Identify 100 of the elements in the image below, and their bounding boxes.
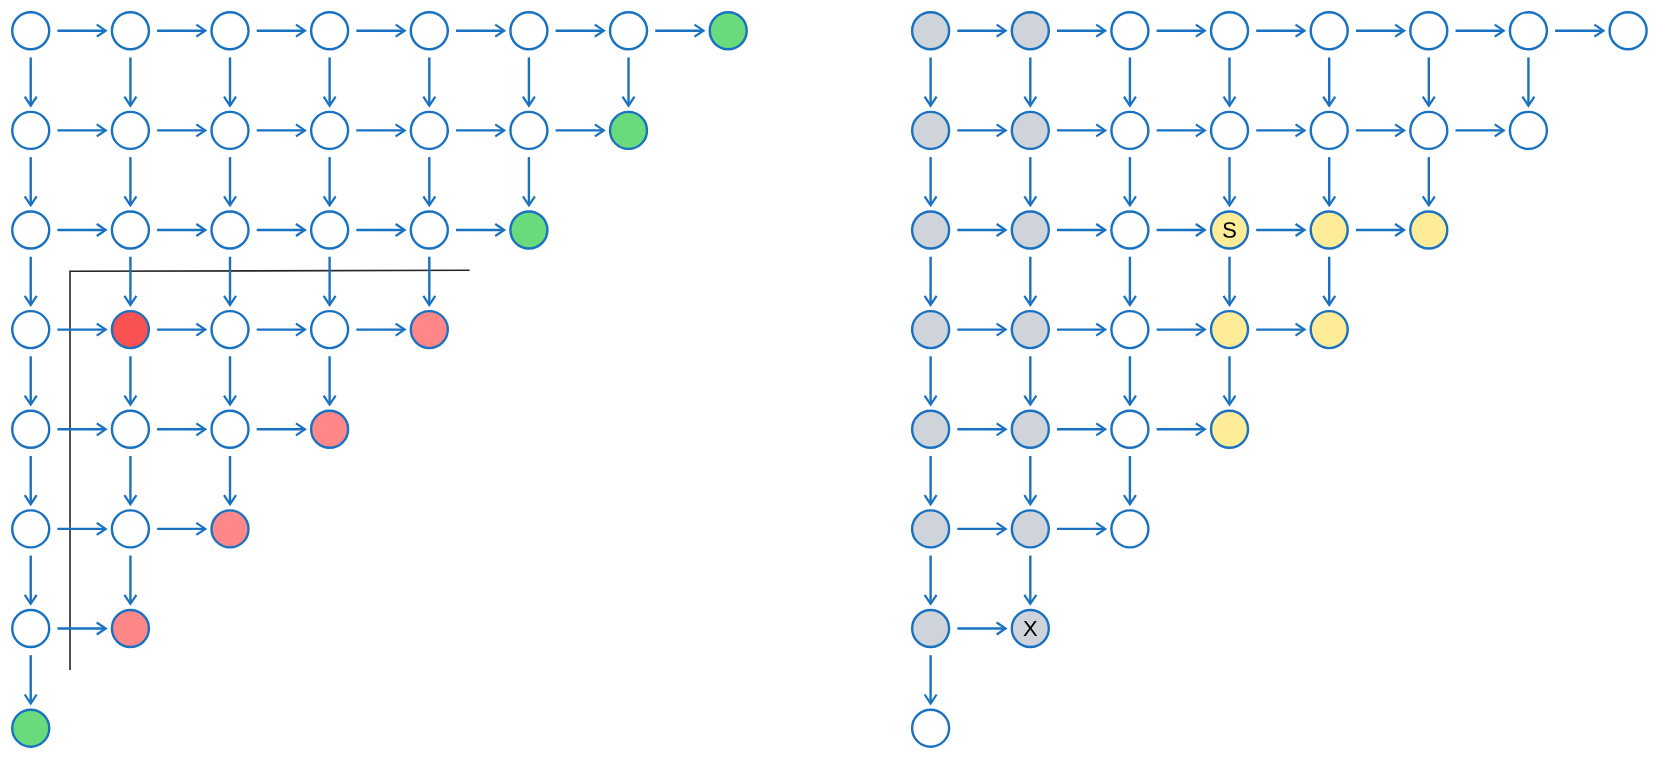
arrow bbox=[223, 456, 237, 507]
arrow bbox=[157, 123, 208, 138]
grid-circle bbox=[11, 110, 51, 151]
arrow bbox=[1256, 23, 1307, 38]
arrow bbox=[356, 23, 407, 38]
grid-circle bbox=[910, 708, 951, 748]
grid-circle bbox=[1110, 210, 1150, 250]
grid-circle bbox=[1110, 11, 1150, 51]
arrow bbox=[957, 123, 1008, 138]
arrow bbox=[957, 621, 1008, 636]
arrow bbox=[1355, 23, 1407, 38]
arrow bbox=[157, 23, 208, 38]
arrow bbox=[123, 57, 138, 108]
grid-circle bbox=[608, 11, 649, 51]
arrow bbox=[422, 256, 437, 307]
arrow bbox=[23, 655, 38, 706]
arrow bbox=[522, 157, 536, 208]
arrow bbox=[23, 555, 38, 606]
arrow bbox=[1421, 157, 1436, 208]
arrow bbox=[57, 322, 108, 337]
arrow bbox=[1057, 23, 1108, 38]
arrow bbox=[957, 422, 1008, 437]
arrow bbox=[555, 123, 606, 138]
grid-circle bbox=[1508, 11, 1549, 51]
arrow bbox=[1555, 23, 1606, 38]
grid-circle bbox=[210, 509, 250, 549]
grid-circle bbox=[210, 309, 250, 350]
grid-circle bbox=[1409, 110, 1449, 151]
grid-circle bbox=[409, 110, 449, 151]
arrow bbox=[223, 356, 237, 407]
grid-circle bbox=[11, 210, 51, 250]
arrow bbox=[1057, 223, 1108, 237]
arrow bbox=[23, 256, 38, 307]
arrow bbox=[23, 57, 38, 108]
arrow bbox=[256, 23, 307, 38]
arrow bbox=[57, 223, 108, 237]
grid-circle bbox=[110, 110, 151, 151]
arrow bbox=[456, 23, 507, 38]
grid-circle bbox=[1110, 309, 1150, 350]
grid-circle bbox=[210, 11, 250, 51]
arrow bbox=[1256, 322, 1307, 337]
grid-circle bbox=[1010, 210, 1050, 250]
grid-circle bbox=[11, 309, 51, 350]
arrow bbox=[1222, 57, 1237, 108]
arrow bbox=[322, 57, 337, 108]
arrow bbox=[1023, 256, 1038, 307]
grid-circle bbox=[1608, 11, 1648, 51]
grid-circle bbox=[910, 409, 951, 449]
grid-circle bbox=[910, 608, 951, 649]
arrow bbox=[1156, 123, 1207, 138]
grid-circle bbox=[11, 509, 51, 549]
grid-circle bbox=[110, 509, 151, 549]
grid-circle bbox=[1010, 11, 1050, 51]
grid-circle bbox=[1209, 309, 1250, 350]
arrow bbox=[923, 57, 938, 108]
arrow bbox=[57, 23, 108, 38]
grid-circle bbox=[708, 11, 748, 51]
arrow bbox=[1023, 555, 1038, 606]
grid-circle bbox=[1110, 509, 1150, 549]
grid-circle bbox=[1010, 409, 1050, 449]
grid-circle bbox=[210, 210, 250, 250]
grid-circle bbox=[110, 11, 151, 51]
grid-circle bbox=[210, 409, 250, 449]
arrow bbox=[23, 356, 38, 407]
arrow bbox=[322, 157, 337, 208]
grid-circle bbox=[110, 309, 151, 350]
arrow bbox=[157, 322, 208, 337]
grid-circle bbox=[1209, 409, 1250, 449]
arrow bbox=[1023, 356, 1038, 407]
arrow bbox=[123, 555, 138, 606]
arrow bbox=[57, 123, 108, 138]
grid-circle bbox=[409, 309, 449, 350]
arrow bbox=[1355, 123, 1407, 138]
grid-circle bbox=[210, 110, 250, 151]
arrow bbox=[1256, 123, 1307, 138]
arrow bbox=[157, 521, 208, 536]
arrow bbox=[1123, 157, 1137, 208]
grid-circle bbox=[1010, 509, 1050, 549]
arrow bbox=[123, 456, 138, 507]
arrow bbox=[256, 422, 307, 437]
grid-circle bbox=[11, 708, 51, 748]
arrow bbox=[1057, 521, 1108, 536]
arrow bbox=[356, 123, 407, 138]
arrow bbox=[57, 422, 108, 437]
grid-circle bbox=[1309, 309, 1349, 350]
grid-circle bbox=[11, 608, 51, 649]
grid-circle bbox=[910, 110, 951, 151]
arrow bbox=[1023, 57, 1038, 108]
grid-circle bbox=[910, 509, 951, 549]
arrow bbox=[123, 356, 138, 407]
arrow bbox=[256, 123, 307, 138]
arrow bbox=[1322, 256, 1337, 307]
grid-circle bbox=[1010, 309, 1050, 350]
arrow bbox=[1156, 223, 1207, 237]
arrow bbox=[1023, 456, 1038, 507]
arrow bbox=[1156, 23, 1207, 38]
grid-circle bbox=[509, 11, 549, 51]
arrow bbox=[1355, 223, 1407, 237]
arrow bbox=[923, 157, 938, 208]
arrow bbox=[57, 521, 108, 536]
